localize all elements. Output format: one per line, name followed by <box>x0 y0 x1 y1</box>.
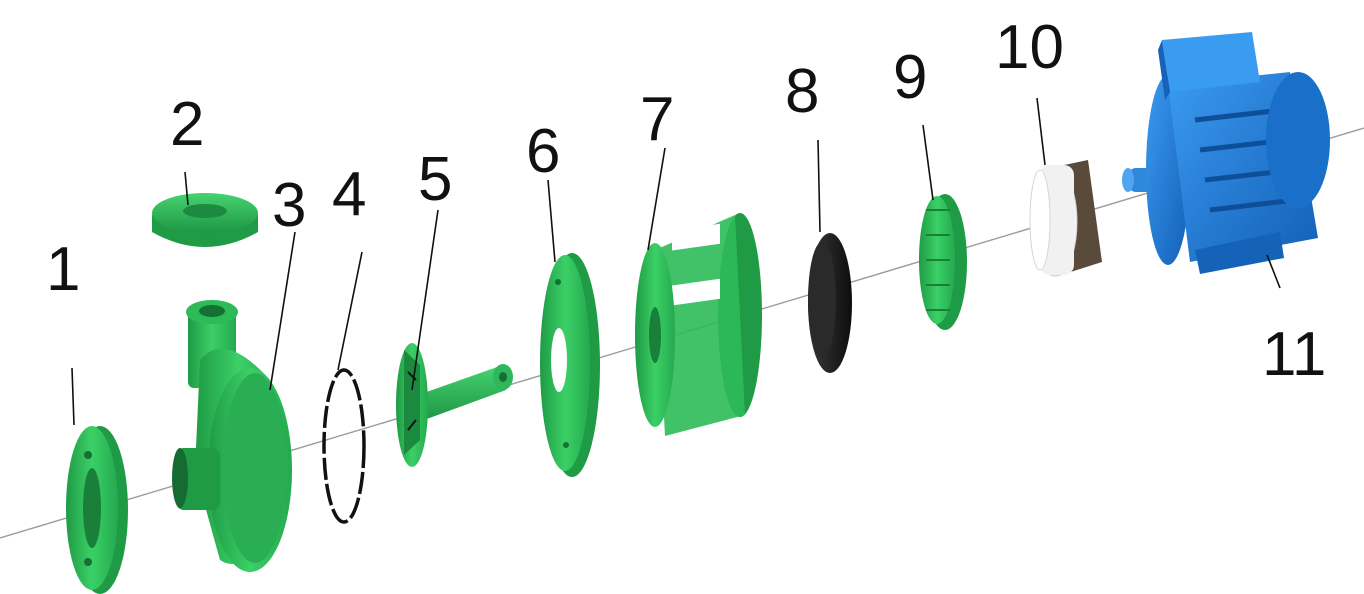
part-4-o-ring <box>324 370 364 522</box>
part-11-electric-motor <box>1122 32 1330 274</box>
callout-2: 2 <box>170 90 204 159</box>
callout-6: 6 <box>526 117 560 186</box>
part-6-rear-cover <box>540 253 600 477</box>
callout-4: 4 <box>332 160 366 229</box>
callout-9: 9 <box>893 43 927 112</box>
callout-1: 1 <box>46 235 80 304</box>
callout-10: 10 <box>995 13 1064 82</box>
callout-8: 8 <box>785 57 819 126</box>
part-8-rubber-seal <box>808 233 852 373</box>
part-2-flange <box>152 193 258 247</box>
part-3-pump-casing <box>172 300 292 572</box>
callout-7: 7 <box>640 85 674 154</box>
part-10-mechanical-seal <box>1030 160 1102 276</box>
callout-5: 5 <box>418 145 452 214</box>
part-9-lock-nut <box>919 194 967 330</box>
callout-11: 11 <box>1262 320 1326 389</box>
part-5-impeller <box>396 343 513 467</box>
callout-3: 3 <box>272 171 306 240</box>
part-1-flange <box>66 426 128 594</box>
